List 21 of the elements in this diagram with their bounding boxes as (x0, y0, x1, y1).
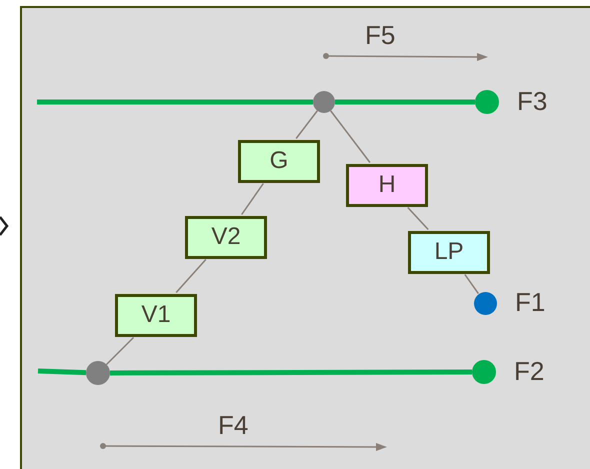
thick-line (38, 368, 86, 376)
force-label: F5 (365, 22, 396, 48)
connector-line (464, 274, 479, 294)
block-box: G (238, 140, 320, 182)
block-box: V1 (115, 294, 197, 336)
block-box: V2 (185, 216, 267, 258)
force-label: F4 (218, 412, 248, 438)
connector-line (176, 259, 206, 293)
force-label: F1 (515, 289, 546, 315)
force-label: F2 (514, 358, 544, 384)
connector-line (296, 110, 318, 139)
thick-line (335, 100, 475, 104)
block-box: LP (408, 230, 490, 274)
thick-line (37, 100, 313, 104)
block-box: H (346, 164, 428, 206)
force-label: F3 (517, 88, 548, 114)
thick-line (110, 370, 472, 376)
connector-line (407, 207, 429, 230)
connector-line (241, 183, 264, 215)
connector-line (106, 336, 134, 366)
connector-line (330, 110, 371, 163)
